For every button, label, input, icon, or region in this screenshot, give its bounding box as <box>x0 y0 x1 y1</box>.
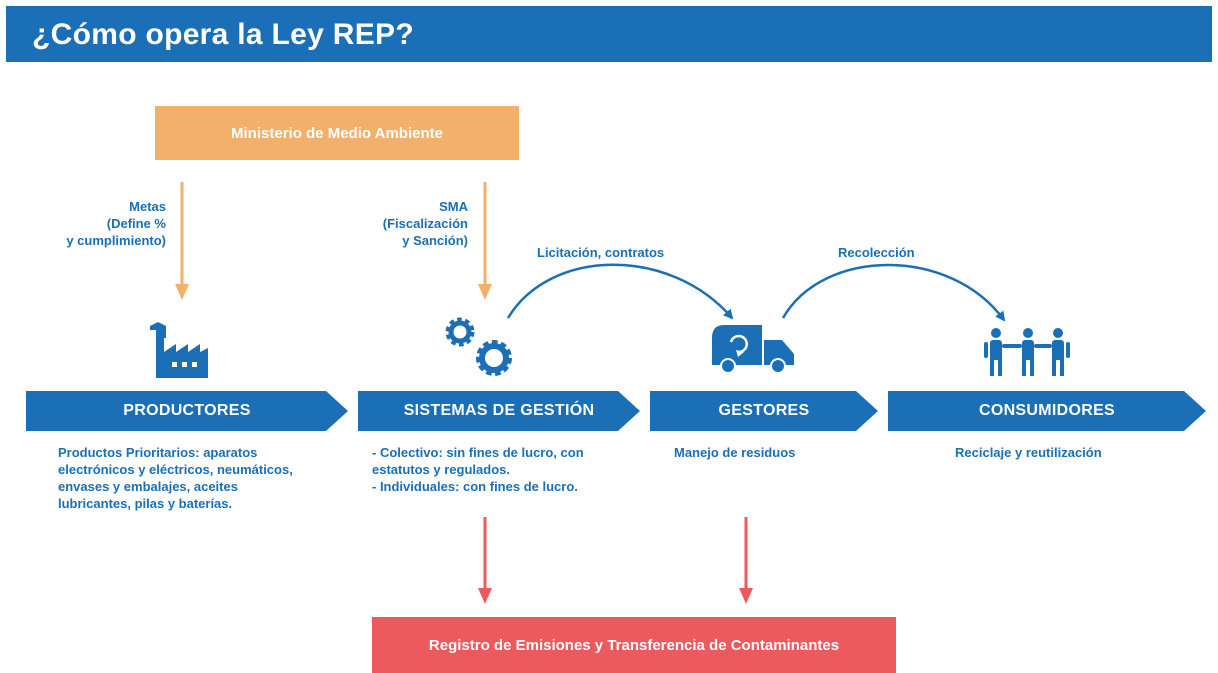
metas-label-line: Metas <box>129 199 166 214</box>
recoleccion-curve <box>781 263 1006 322</box>
description-line: estatutos y regulados. <box>372 462 510 477</box>
sma-label-line: y Sanción) <box>402 233 468 248</box>
metas-label-line: (Define % <box>106 216 166 231</box>
sma-label: SMA (Fiscalización y Sanción) <box>340 198 468 249</box>
recoleccion-label: Recolección <box>838 245 915 260</box>
licitacion-label: Licitación, contratos <box>537 245 665 260</box>
description-line: Productos Prioritarios: aparatos <box>58 445 258 460</box>
stage-gestores: GESTORES <box>650 391 878 431</box>
sma-label-line: SMA <box>439 199 468 214</box>
gestores-description: Manejo de residuos <box>674 444 795 461</box>
stage-productores: PRODUCTORES <box>26 391 348 431</box>
description-line: electrónicos y eléctricos, neumáticos, <box>58 462 293 477</box>
description-line: Manejo de residuos <box>674 445 796 460</box>
description-line: - Colectivo: sin fines de lucro, con <box>372 445 584 460</box>
registry-box: Registro de Emisiones y Transferencia de… <box>372 617 896 673</box>
metas-label-line: y cumplimiento) <box>66 233 166 248</box>
sma-label-line: (Fiscalización <box>382 216 468 231</box>
description-line: Reciclaje y reutilización <box>955 445 1102 460</box>
stage-sistemas-de-gestion: SISTEMAS DE GESTIÓN <box>358 391 640 431</box>
gears-icon <box>445 317 512 376</box>
factory-icon <box>150 322 208 378</box>
description-line: lubricantes, pilas y baterías. <box>58 496 233 511</box>
ministry-box: Ministerio de Medio Ambiente <box>155 106 519 160</box>
registry-arrow-left <box>478 517 492 604</box>
description-line: envases y embalajes, aceites <box>58 479 238 494</box>
sistemas-description: - Colectivo: sin fines de lucro, con est… <box>372 444 642 495</box>
recycling-truck-icon <box>712 325 794 374</box>
metas-arrow <box>175 182 189 300</box>
productores-description: Productos Prioritarios: aparatos electró… <box>58 444 348 512</box>
metas-label: Metas (Define % y cumplimiento) <box>60 198 166 249</box>
consumidores-description: Reciclaje y reutilización <box>955 444 1102 461</box>
description-line: - Individuales: con fines de lucro. <box>372 479 578 494</box>
stage-consumidores: CONSUMIDORES <box>888 391 1206 431</box>
header-bar: ¿Cómo opera la Ley REP? <box>6 6 1212 62</box>
people-icon <box>984 328 1070 376</box>
registry-arrow-right <box>739 517 753 604</box>
page-title: ¿Cómo opera la Ley REP? <box>32 18 414 51</box>
licitacion-curve <box>506 263 734 320</box>
sma-arrow <box>478 182 492 300</box>
